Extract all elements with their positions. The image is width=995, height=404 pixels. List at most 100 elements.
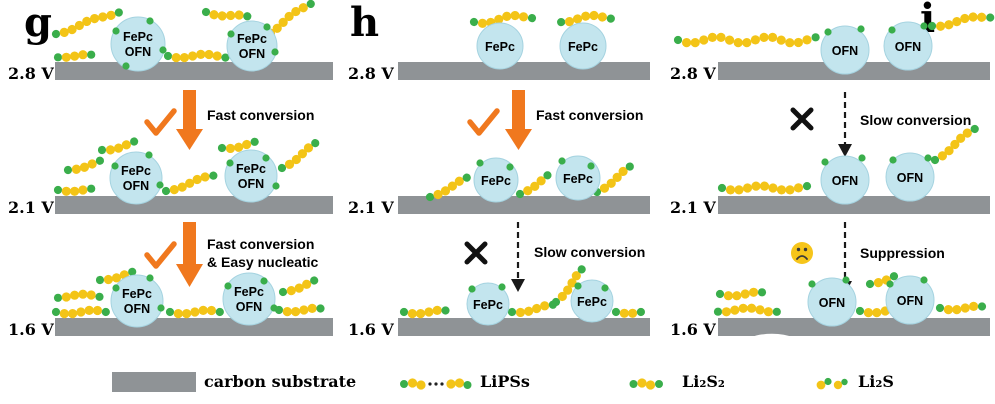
lipss-chain [53,184,96,196]
voltage-label: 2.8 V [670,64,716,83]
transition-fast-2: Fast conversion & Easy nucleatic [144,222,318,287]
lipss-chain [165,305,224,319]
lipss-chain [97,137,139,155]
svg-text:OFN: OFN [239,47,265,61]
transition-slow: Slow conversion [790,92,971,157]
catalyst-particle: OFN [820,25,870,75]
panel-g: g 2.8 V FePc OFN FePc OFN [8,0,333,339]
conversion-arrow-solid [505,90,532,150]
legend-li2s-label: Li₂S [858,372,894,391]
svg-text:FePc: FePc [563,172,593,186]
legend-lipss-label: LiPSs [480,372,530,391]
voltage-label: 2.1 V [670,198,716,217]
svg-text:FePc: FePc [234,285,264,299]
catalyst-particle: FePc OFN [226,20,278,72]
svg-text:FePc: FePc [473,298,503,312]
panel-h-row-2.1v: 2.1 V FePc FePc [348,155,650,217]
voltage-label: 2.1 V [348,198,394,217]
panel-g-row-2.8v: 2.8 V FePc OFN FePc OFN [8,0,333,83]
lipss-chain [557,10,615,27]
panel-g-row-2.1v: 2.1 V FePc OFN FePc OFN [8,137,333,217]
watermark-circle [740,333,804,363]
voltage-label: 1.6 V [670,320,716,339]
li2s2-icon [629,378,663,390]
svg-text:FePc: FePc [123,30,153,44]
svg-text:OFN: OFN [819,296,845,310]
li2s-dots [476,157,595,171]
panel-h-row-1.6v: 1.6 V FePc FePc [348,265,650,339]
svg-text:OFN: OFN [125,45,151,59]
lipss-chain [217,137,259,154]
check-icon [144,241,177,269]
sad-face-icon [791,242,813,264]
transition-label: Suppression [860,245,945,261]
svg-text:OFN: OFN [895,40,921,54]
lipss-chain [277,139,320,173]
svg-text:FePc: FePc [121,164,151,178]
voltage-label: 1.6 V [8,320,54,339]
panel-h: h 2.8 V FePc FePc Fast conversion [348,0,650,339]
catalyst-particle: FePc OFN [110,274,164,328]
panel-label: h [350,0,379,46]
lipss-chain [274,303,325,317]
panel-label: g [24,0,52,46]
lipss-chain [713,303,781,317]
substrate-bar [398,62,650,80]
lipss-chain [201,7,252,21]
cross-icon [790,107,814,131]
svg-text:FePc: FePc [237,32,267,46]
substrate-bar [718,318,990,336]
lipss-chain [63,156,104,175]
transition-fast: Fast conversion [467,90,643,150]
svg-text:FePc: FePc [122,287,152,301]
legend: carbon substrate LiPSs Li₂S₂ Li₂S [0,365,995,404]
lipss-chain [935,301,987,315]
legend-li2s2-label: Li₂S₂ [682,372,725,391]
panel-i: i 2.8 V OFN OFN [670,0,995,363]
conversion-arrow-dashed [838,92,852,157]
substrate-bar [398,196,650,214]
svg-text:OFN: OFN [832,174,858,188]
voltage-label: 2.8 V [348,64,394,83]
lipss-chain [673,32,820,48]
li2s-dots [808,276,928,288]
substrate-bar [718,196,990,214]
check-icon [467,108,500,136]
lipss-chain [715,287,767,301]
lipss-chain [611,307,645,318]
substrate-bar [55,196,333,214]
catalyst-particle: OFN [883,21,933,71]
transition-label-line2: & Easy nucleatic [207,254,318,270]
catalyst-particle: FePc OFN [110,16,166,72]
catalyst-particle: FePc [476,22,524,70]
lipss-chain [51,305,110,319]
catalyst-particle: FePc [466,282,510,326]
lipss-chain [51,8,123,39]
lipss-chain [425,173,471,202]
voltage-label: 2.8 V [8,64,54,83]
transition-label: Slow conversion [534,244,645,260]
lipss-chain [469,10,537,28]
catalyst-particle: FePc OFN [109,151,163,205]
lipss-chain [278,276,319,297]
li2s-dots [111,151,280,190]
lipss-chain [163,49,230,63]
li2s-dots [468,282,609,293]
panel-i-row-2.1v: 2.1 V OFN OFN [670,124,990,217]
svg-text:OFN: OFN [236,300,262,314]
transition-fast-1: Fast conversion [144,90,314,150]
lipss-chain [399,305,450,319]
svg-text:FePc: FePc [577,295,607,309]
transition-suppression: Suppression [791,222,945,294]
transition-label: Fast conversion [207,236,314,252]
lipss-chain [930,124,979,165]
svg-text:OFN: OFN [897,171,923,185]
svg-text:OFN: OFN [832,44,858,58]
catalyst-particle: OFN [807,277,857,327]
carbon-substrate-swatch [112,372,196,392]
svg-text:OFN: OFN [897,294,923,308]
lipss-chain [95,267,137,285]
transition-label: Fast conversion [207,107,314,123]
catalyst-particle: FePc [473,157,519,203]
